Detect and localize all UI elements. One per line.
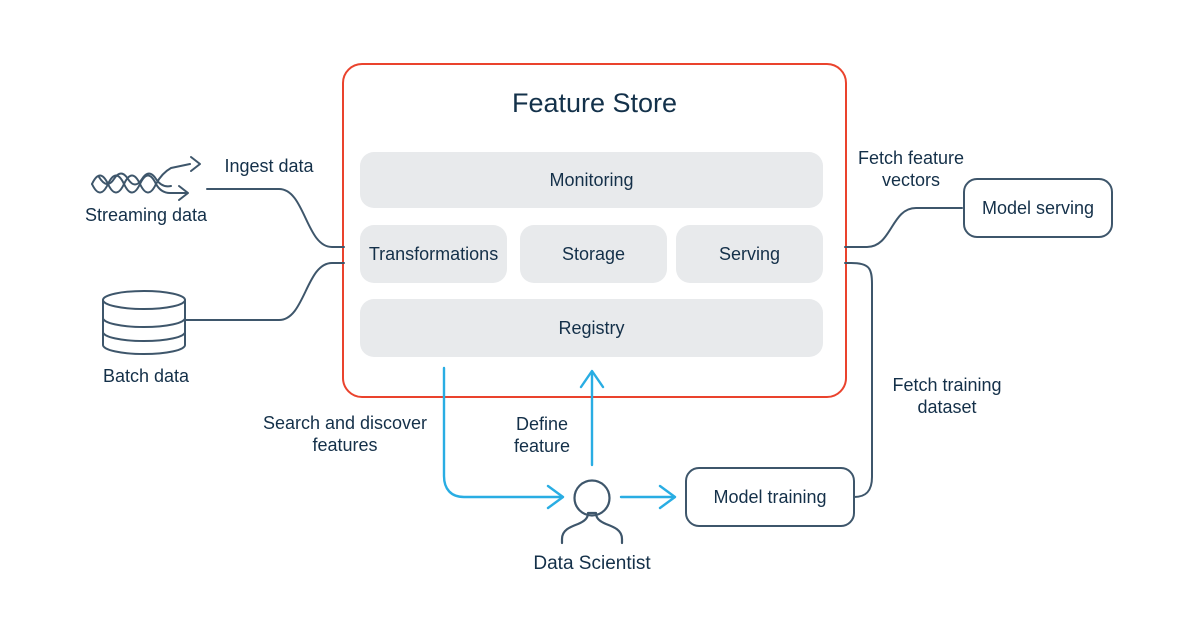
feature-store-title: Feature Store bbox=[511, 88, 678, 118]
connector-store-to-model-training bbox=[844, 262, 873, 498]
component-storage-label: Storage bbox=[561, 243, 626, 264]
database-icon bbox=[102, 290, 186, 355]
model-training-label: Model training bbox=[713, 486, 827, 507]
model-training-box: Model training bbox=[685, 467, 855, 527]
component-registry-label: Registry bbox=[558, 317, 625, 338]
define-feature-label: Define feature bbox=[513, 414, 571, 456]
data-scientist-label: Data Scientist bbox=[533, 553, 651, 574]
person-icon bbox=[560, 479, 624, 545]
arrow-to-model-training-head bbox=[658, 484, 677, 510]
connector-batch-to-store bbox=[185, 262, 345, 321]
component-transformations: Transformations bbox=[360, 225, 507, 283]
component-transformations-label: Transformations bbox=[368, 243, 499, 264]
component-storage: Storage bbox=[520, 225, 667, 283]
batch-data-label: Batch data bbox=[102, 366, 190, 386]
model-serving-label: Model serving bbox=[981, 197, 1095, 218]
component-serving: Serving bbox=[676, 225, 823, 283]
ingest-data-label: Ingest data bbox=[224, 156, 314, 176]
streaming-data-label: Streaming data bbox=[84, 205, 208, 225]
connector-store-to-model-serving bbox=[844, 207, 963, 248]
search-discover-features-label: Search and discover features bbox=[262, 413, 428, 455]
component-monitoring-label: Monitoring bbox=[549, 169, 634, 190]
component-monitoring: Monitoring bbox=[360, 152, 823, 208]
fetch-feature-vectors-label: Fetch feature vectors bbox=[857, 148, 965, 190]
model-serving-box: Model serving bbox=[963, 178, 1113, 238]
stream-arrows-icon bbox=[91, 156, 201, 201]
arrow-search-discover-head bbox=[546, 484, 565, 510]
component-serving-label: Serving bbox=[718, 243, 781, 264]
fetch-training-dataset-label: Fetch training dataset bbox=[892, 375, 1002, 417]
connector-streaming-to-store bbox=[206, 188, 345, 248]
component-registry: Registry bbox=[360, 299, 823, 357]
